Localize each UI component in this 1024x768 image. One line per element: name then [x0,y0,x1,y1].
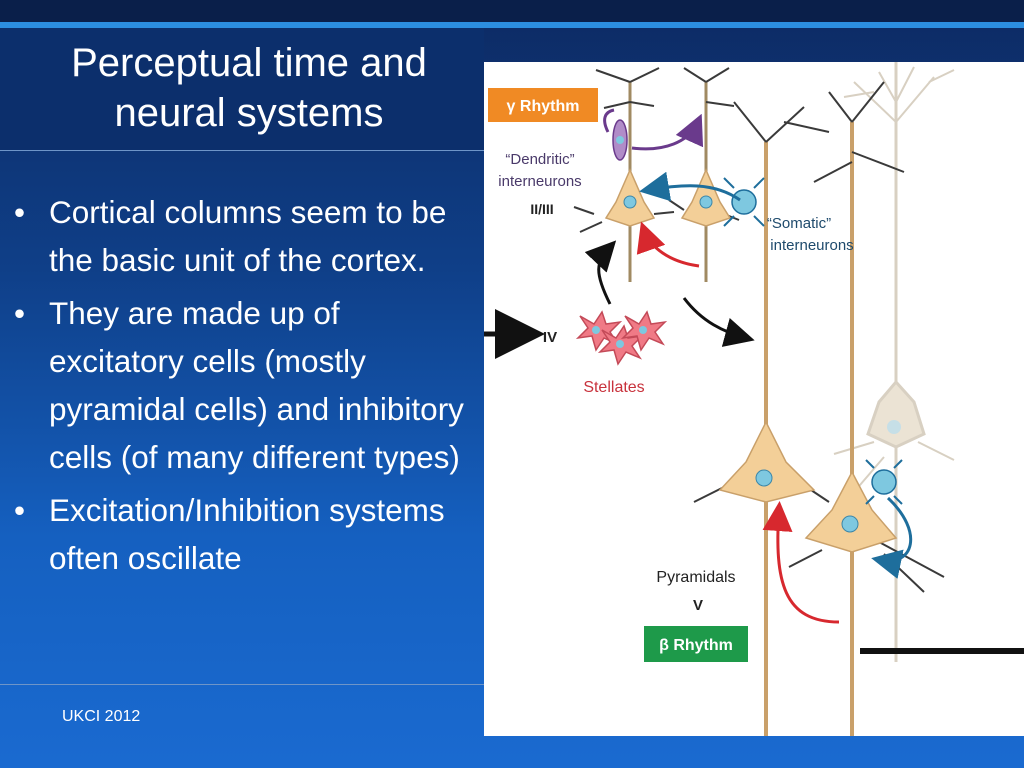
dendritic-interneuron [612,119,628,161]
upper-pyramidal-neurons [573,67,740,282]
beta-rhythm-label: β Rhythm [659,637,733,654]
bullet-text: Cortical columns seem to be the basic un… [49,194,447,278]
bullet-item: • Excitation/Inhibition systems often os… [12,486,482,582]
dendritic-label-line2: interneurons [498,173,581,190]
bullet-text: They are made up of excitatory cells (mo… [49,295,464,475]
somatic-label-line1: “Somatic” [767,215,831,232]
bullet-dot: • [14,194,26,230]
slide-title-line2: neural systems [114,91,384,135]
layer-2-3-label: II/III [530,201,553,217]
stellates-label: Stellates [583,379,644,396]
footer-text: UKCI 2012 [62,708,141,725]
layer-5-label: V [693,597,703,614]
bullet-dot: • [14,295,26,331]
slide-title-line1: Perceptual time and [71,41,427,85]
beta-rhythm-box [644,626,748,662]
bullet-item: • They are made up of excitatory cells (… [12,289,482,481]
dendritic-label-line1: “Dendritic” [505,151,574,168]
stellate-cells [575,310,668,366]
gamma-rhythm-label: γ Rhythm [507,98,580,115]
bullet-item: • Cortical columns seem to be the basic … [12,188,482,284]
bullet-dot: • [14,492,26,528]
top-band [0,0,1024,22]
title-divider [0,150,484,151]
slide-title: Perceptual time and neural systems [10,38,488,138]
layer-4-label: IV [543,329,557,346]
scale-bar [860,648,1024,654]
signal-arrows [484,108,913,624]
cortical-column-diagram: γ Rhythm β Rhythm “Dendritic” interneuro… [484,62,1024,736]
title-area [0,28,484,150]
somatic-label-line2: interneurons [770,237,853,254]
top-accent-line [0,22,1024,28]
large-pyramidal-neurons [693,81,945,736]
bullet-list: • Cortical columns seem to be the basic … [12,188,482,587]
gamma-rhythm-box [488,88,598,122]
pyramidals-label: Pyramidals [656,569,735,586]
cortical-column-svg: γ Rhythm β Rhythm “Dendritic” interneuro… [484,62,1024,736]
somatic-interneurons [723,177,903,505]
bullet-text: Excitation/Inhibition systems often osci… [49,492,445,576]
footer-divider [0,684,484,685]
